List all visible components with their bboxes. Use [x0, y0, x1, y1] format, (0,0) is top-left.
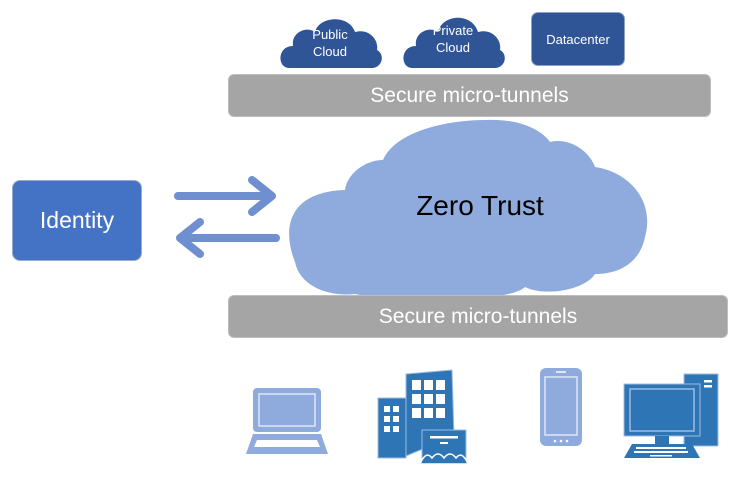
identity-label: Identity: [39, 207, 115, 233]
bottom-tunnel-label: Secure micro-tunnels: [378, 304, 578, 328]
zero-trust-cloud-icon: [289, 119, 648, 301]
top-tunnel-label: Secure micro-tunnels: [370, 83, 569, 107]
datacenter-box: Datacenter: [531, 12, 625, 66]
datacenter-label: Datacenter: [546, 31, 610, 47]
office-building-icon: [377, 369, 470, 465]
bottom-tunnel-bar: Secure micro-tunnels: [228, 295, 728, 338]
private-cloud-line2: Cloud: [436, 40, 470, 55]
public-cloud-line1: Public: [312, 27, 348, 42]
arrow-left-icon: [176, 218, 280, 258]
public-cloud-line2: Cloud: [313, 44, 347, 59]
identity-box: Identity: [12, 180, 142, 261]
desktop-computer-icon: [623, 373, 719, 458]
laptop-icon: [246, 388, 328, 454]
arrow-right-icon: [174, 176, 276, 216]
public-cloud-icon: [280, 19, 382, 68]
zero-trust-label: Zero Trust: [416, 190, 544, 221]
private-cloud-line1: Private: [432, 23, 474, 38]
private-cloud-icon: [403, 17, 505, 68]
smartphone-icon: [540, 368, 582, 446]
private-cloud-label: Private Cloud: [423, 22, 483, 56]
top-tunnel-bar: Secure micro-tunnels: [228, 74, 711, 117]
public-cloud-label: Public Cloud: [300, 26, 360, 60]
